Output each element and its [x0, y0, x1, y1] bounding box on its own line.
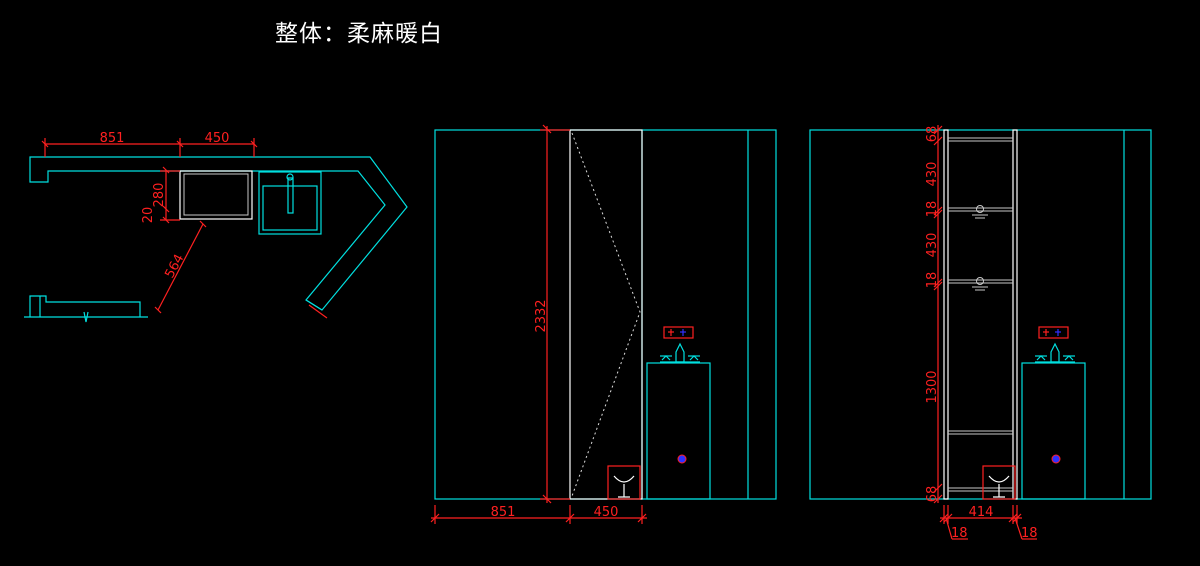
elevation-b: 68 430 18 430 18 1300 68 414 18 18 — [809, 125, 1152, 541]
elev-a-door-swing — [571, 132, 641, 497]
elev-a-dim-851-label: 851 — [491, 505, 516, 520]
elev-b-socket-icon — [1038, 326, 1069, 339]
drawing-title: 整体：柔麻暖白 — [275, 21, 443, 47]
elev-a-floor-drain-icon — [607, 465, 641, 500]
elev-b-shelf-light-icon — [972, 205, 988, 291]
elev-b-dim-1300-label: 1300 — [925, 370, 940, 403]
elev-b-dim-horizontal: 414 18 18 — [939, 505, 1038, 541]
elev-b-cabinet — [1021, 362, 1086, 500]
plan-cabinet-inner — [183, 173, 249, 216]
elev-b-dim-68-top-label: 68 — [925, 126, 940, 143]
plan-break-mark — [83, 311, 89, 323]
elev-b-drain-icon — [1051, 454, 1061, 464]
elev-b-floor-drain-icon — [982, 465, 1016, 500]
elev-a-drain-icon — [677, 454, 687, 464]
elev-b-dim-18-left-label: 18 — [951, 526, 968, 541]
plan-lower-counter — [24, 295, 148, 318]
plan-counter-end — [305, 299, 323, 311]
plan-faucet-head-icon — [286, 173, 294, 181]
elev-b-faucet-icon — [1035, 342, 1075, 363]
elev-a-wall — [434, 129, 777, 500]
plan-cabinet — [179, 170, 253, 220]
elev-b-dim-414-label: 414 — [969, 505, 994, 520]
elev-a-dim-height-label: 2332 — [534, 299, 549, 332]
plan-end-tick — [308, 304, 328, 319]
elev-a-cabinet — [646, 362, 711, 500]
elev-b-dim-430-a-label: 430 — [925, 162, 940, 187]
elev-b-dim-18-right-label: 18 — [1021, 526, 1038, 541]
plan-dim-564-label: 564 — [162, 252, 187, 281]
elev-b-dim-18-b-label: 18 — [925, 272, 940, 289]
elev-b-dim-vertical: 68 430 18 430 18 1300 68 — [925, 125, 943, 504]
elev-a-socket-icon — [663, 326, 694, 339]
elev-a-faucet-icon — [660, 342, 700, 363]
elev-b-shelf-unit — [943, 129, 1018, 500]
plan-dim-450-label: 450 — [205, 131, 230, 146]
elevation-a: 2332 851 450 — [430, 124, 777, 524]
elev-b-dim-430-b-label: 430 — [925, 233, 940, 258]
elev-b-dim-68-bottom-label: 68 — [925, 486, 940, 503]
plan-dim-851-label: 851 — [100, 131, 125, 146]
plan-dim-280-label: 280 — [152, 183, 167, 208]
elev-b-dim-18-a-label: 18 — [925, 201, 940, 218]
plan-dim-851: 851 — [41, 131, 184, 157]
elev-a-dim-height: 2332 — [534, 124, 570, 504]
elev-a-door — [569, 129, 643, 500]
plan-dim-280-20: 280 20 — [141, 166, 180, 224]
elev-a-dim-widths: 851 450 — [430, 505, 647, 524]
plan-dim-20-label: 20 — [141, 207, 156, 224]
plan-faucet-icon — [287, 177, 294, 214]
elev-a-dim-450-label: 450 — [594, 505, 619, 520]
plan-sink-basin — [262, 185, 318, 231]
plan-view: 851 450 280 20 564 — [24, 131, 408, 323]
plan-dim-450: 450 — [180, 131, 258, 157]
elev-b-wall — [809, 129, 1152, 500]
plan-counter-outline — [29, 156, 408, 311]
plan-dim-564: 564 — [154, 220, 207, 314]
plan-sink — [258, 171, 322, 235]
